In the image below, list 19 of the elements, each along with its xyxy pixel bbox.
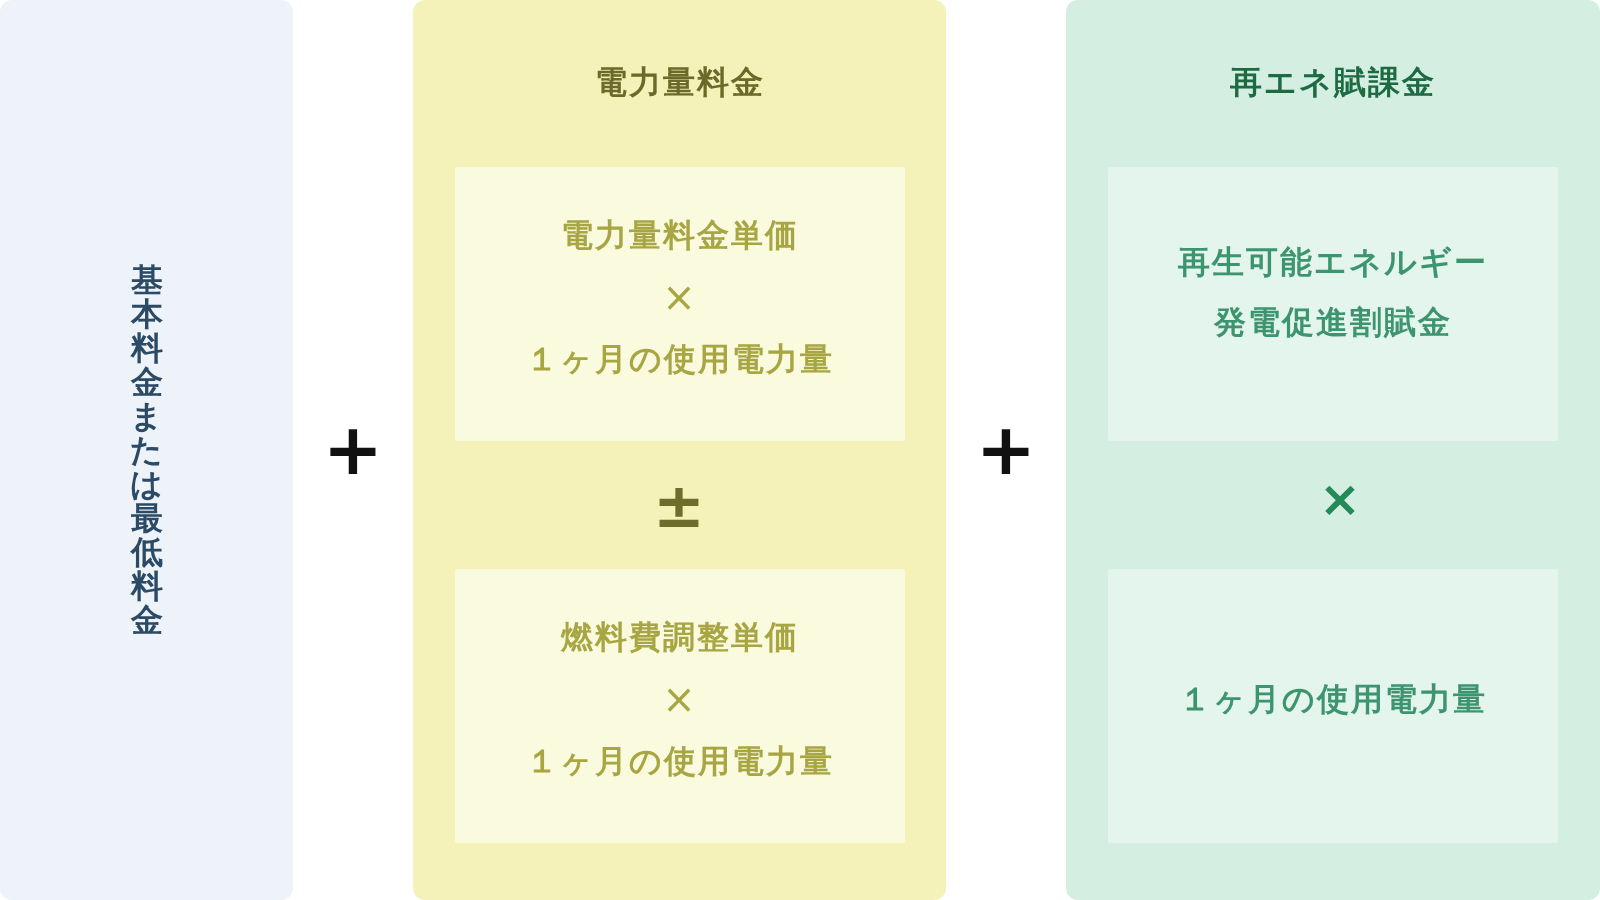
multiplication-sign: × <box>662 273 698 322</box>
formula-box <box>455 167 905 441</box>
formula-text: 燃料費調整単価 <box>561 617 799 658</box>
formula-text: １ヶ月の使用電力量 <box>1179 679 1487 720</box>
panel-label: 基本料金または最低料金 <box>129 263 164 637</box>
plus-sign: + <box>975 413 1037 485</box>
panel-heading: 電力量料金 <box>593 62 766 102</box>
formula-box <box>455 569 905 843</box>
multiplication-sign: × <box>662 675 698 724</box>
cost-panel <box>413 0 946 900</box>
cost-panel <box>1066 0 1600 900</box>
formula-text: 電力量料金単価 <box>561 215 799 256</box>
multiplication-sign: × <box>1319 474 1361 524</box>
panel-heading: 再エネ賦課金 <box>1229 62 1437 102</box>
plus-sign: + <box>322 413 384 485</box>
formula-text: 再生可能エネルギー発電促進割賦金 <box>1177 242 1489 343</box>
formula-text: １ヶ月の使用電力量 <box>526 339 834 380</box>
formula-text: １ヶ月の使用電力量 <box>526 741 834 782</box>
plus-minus-sign: ± <box>653 475 705 537</box>
